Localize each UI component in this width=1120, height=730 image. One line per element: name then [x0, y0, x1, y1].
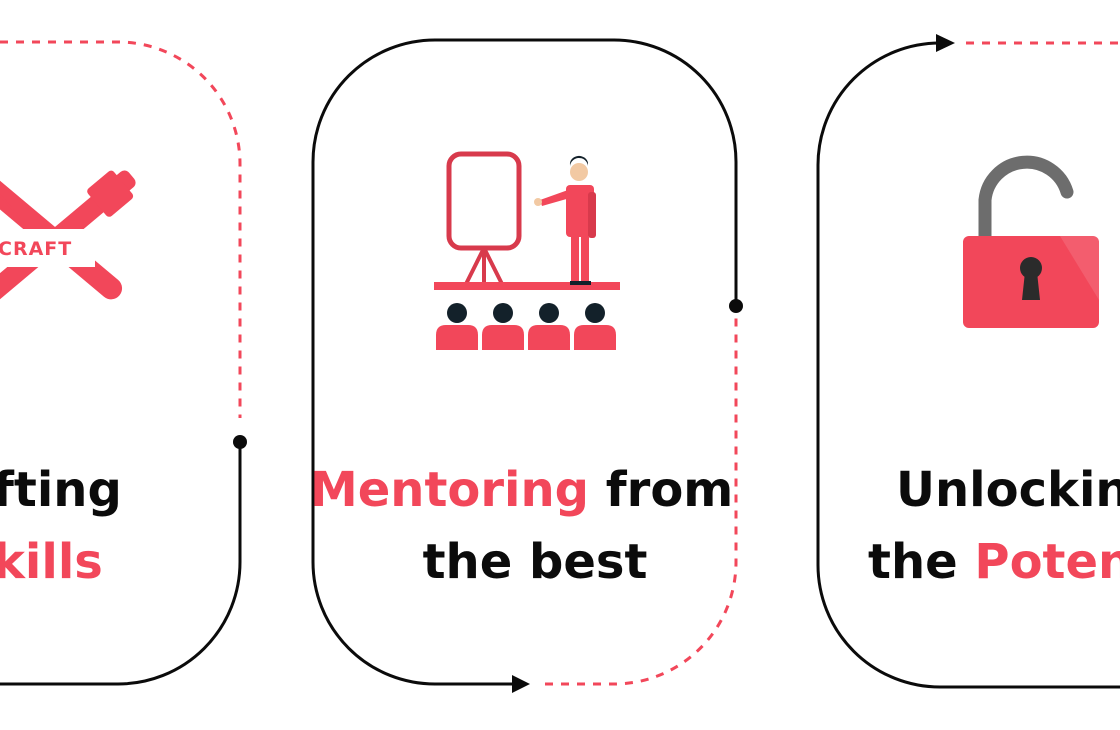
craft-banner-label: CRAFT: [0, 238, 72, 260]
crossed-tools-craft-icon: CRAFT: [0, 162, 136, 320]
step-1-title: fting kills: [0, 462, 139, 590]
audience-heads: [436, 303, 616, 350]
step-1-dashed-border: [0, 40, 242, 418]
step-2-solid-border: [311, 38, 738, 686]
step-1-connector-dot: [233, 435, 247, 449]
step-3-card: Unlocking the Potent: [816, 34, 1120, 689]
unlocked-padlock-icon: [963, 155, 1099, 328]
step-3-title: Unlocking the Potent: [868, 462, 1120, 590]
step-3-title-line1: Unlocking: [896, 462, 1120, 518]
step-1-title-line2: kills: [0, 534, 103, 590]
step-2-arrowhead: [512, 675, 530, 693]
step-3-solid-border: [816, 41, 941, 689]
step-3-title-line2-plain: the: [868, 534, 974, 590]
step-1-title-line1: fting: [0, 462, 122, 518]
step-2-dashed-border: [545, 312, 738, 686]
step-2-title-accent: Mentoring: [310, 462, 589, 518]
step-2-title-line1: Mentoring from: [310, 462, 750, 518]
step-1-card: CRAFT fting kills: [0, 40, 247, 686]
step-3-arrowhead: [936, 34, 955, 52]
presentation-mentor-icon: [434, 151, 620, 350]
step-1-solid-border: [0, 442, 242, 686]
craft-banner: [0, 229, 95, 267]
step-2-title: Mentoring from the best: [310, 462, 750, 590]
step-2-title-line2: the best: [423, 534, 648, 590]
step-3-title-line2-accent: Potent: [974, 534, 1120, 590]
step-3-title-line2: the Potent: [868, 534, 1120, 590]
step-2-card: Mentoring from the best: [310, 38, 750, 693]
step-2-connector-dot: [729, 299, 743, 313]
step-2-title-plain: from: [589, 462, 733, 518]
